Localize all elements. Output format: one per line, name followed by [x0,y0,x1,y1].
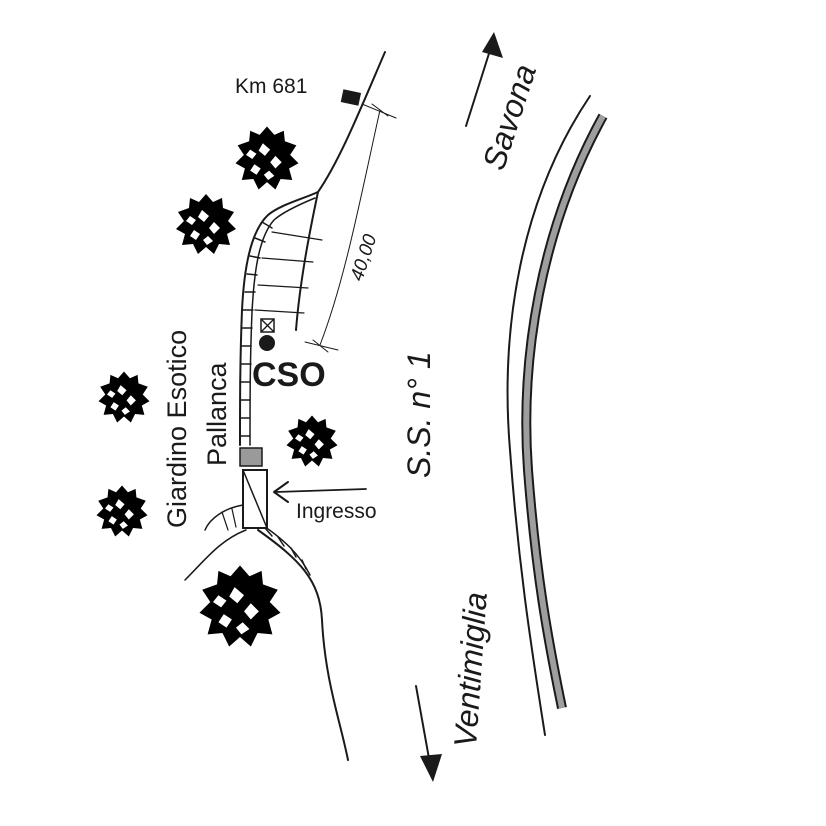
tree-canopy-icon [96,485,148,537]
lane-edge-upper [317,51,386,193]
crossed-box-icon [260,318,275,333]
direction-north: Savona [465,32,543,174]
site-boundary [184,51,386,761]
road-edge-left [506,95,591,736]
cso-site-marker: CSO [252,318,326,394]
direction-arrow-icon [482,32,503,58]
km-marker-post [340,89,362,106]
dimension-line: 40,00 [304,103,397,353]
tree-canopy-icon [98,371,150,423]
tree-canopy-icon [176,194,236,254]
entrance-label: Ingresso [296,500,377,523]
garden-label-line1: Giardino Esotico [162,330,192,528]
parking-stalls [254,231,323,314]
km-marker-label: Km 681 [235,75,307,98]
entrance-gate [239,447,268,529]
lower-curb-hatching [264,527,307,570]
main-road [506,95,608,736]
garden-label-line2: Pallanca [202,361,232,466]
road-center-strip-fill [523,114,606,709]
side-path-lower [184,529,247,581]
side-path-upper [204,504,244,531]
curb-hatching [239,221,273,437]
km-marker: Km 681 [235,75,362,106]
road-name-label: S.S. n° 1 [401,351,437,478]
site-code-label: CSO [252,356,326,394]
direction-arrow-icon [273,481,289,503]
direction-arrow-icon [420,754,442,782]
distance-label: 40,00 [347,231,382,283]
parking-curb-inner [249,197,316,446]
direction-north-label: Savona [475,60,543,174]
lane-edge-right [295,191,319,331]
filled-circle-icon [259,335,275,351]
entrance-pointer: Ingresso [273,481,377,523]
lane-edge-lower [257,529,349,761]
parking-curb [239,191,319,446]
tree-canopy-icon [235,126,299,190]
direction-south: Ventimiglia [415,591,494,782]
direction-south-label: Ventimiglia [447,591,494,748]
gate-diagonal [242,469,268,529]
gate-pillar [239,447,263,467]
tree-canopy-icon [199,565,281,647]
tree-canopy-icon [286,415,338,467]
garden-label: Giardino Esotico Pallanca [162,330,232,528]
side-path-hatching [221,508,237,531]
